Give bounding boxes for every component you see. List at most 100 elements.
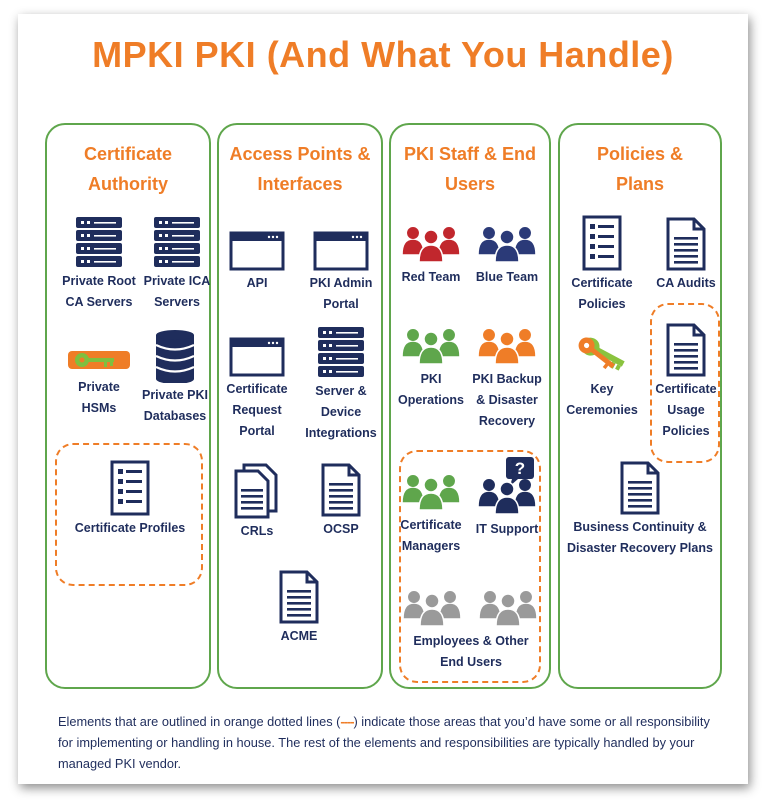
diagram-item: ? IT Support <box>427 455 587 540</box>
document-icon <box>219 570 379 624</box>
item-label-line: Certificate Profiles <box>74 521 186 535</box>
gray-groups-icon <box>391 583 551 629</box>
orange-group-icon <box>427 321 587 367</box>
item-label: Certificate Profiles <box>50 518 210 539</box>
item-label: ACME <box>219 626 379 647</box>
in-house-outline <box>55 443 203 586</box>
hsm-key-icon <box>19 345 179 375</box>
item-label-line: Ceremonies <box>566 403 638 417</box>
column-heading-line: Interfaces <box>257 174 343 194</box>
item-label-line: PKI Admin <box>309 276 373 290</box>
page-title: MPKI PKI (And What You Handle) <box>92 34 674 75</box>
item-label-line: Disaster Recovery Plans <box>567 541 713 555</box>
item-label-line: Red Team <box>401 270 461 284</box>
server-rack-icon <box>261 325 421 379</box>
item-label-line: Policies <box>578 297 626 311</box>
support-question-icon: ? <box>427 455 587 517</box>
item-label-line: Private Root <box>62 274 136 288</box>
checklist-icon <box>522 215 682 271</box>
blue-team-group-icon <box>427 219 587 265</box>
browser-window-icon <box>177 231 337 271</box>
item-label: Private PKI Databases <box>95 385 255 427</box>
item-label-line: Databases <box>143 409 207 423</box>
item-label-line: Recovery <box>478 414 536 428</box>
column-heading-line: Certificate <box>83 144 173 164</box>
item-label-line: Policies <box>662 424 710 438</box>
diagram-item: CA Audits <box>606 217 766 294</box>
column-heading-line: Plans <box>615 174 665 194</box>
column-heading-line: Authority <box>88 174 168 194</box>
red-team-group-icon <box>351 219 511 265</box>
svg-text:?: ? <box>515 459 525 478</box>
item-label: Blue Team <box>427 267 587 288</box>
item-label-line: Employees & Other <box>413 634 529 648</box>
item-label-line: OCSP <box>323 522 359 536</box>
item-label-line: Private PKI <box>141 388 208 402</box>
item-label-line: End Users <box>440 655 502 669</box>
item-label-line: Servers <box>154 295 200 309</box>
item-label-line: Server & <box>315 384 367 398</box>
item-label: IT Support <box>427 519 587 540</box>
diagram-item: ACME <box>219 570 379 647</box>
item-label: CA Audits <box>606 273 766 294</box>
diagram-item: Business Continuity &Disaster Recovery P… <box>560 461 720 559</box>
diagram-item: Private PKI Databases <box>95 329 255 427</box>
column-heading-line: Policies & <box>596 144 684 164</box>
diagram-item: Red Team <box>351 219 511 288</box>
document-icon <box>606 217 766 271</box>
checklist-icon <box>50 460 210 516</box>
item-label-line: Blue Team <box>475 270 539 284</box>
item-label-line: & Disaster <box>476 393 538 407</box>
item-label: OCSP <box>261 519 421 540</box>
item-label-line: Request <box>232 403 282 417</box>
diagram-item: Certificate Profiles <box>50 460 210 539</box>
item-label-line: PKI Backup <box>472 372 542 386</box>
item-label-line: Usage <box>667 403 705 417</box>
browser-window-icon <box>261 231 421 271</box>
item-label-line: Private ICA <box>143 274 211 288</box>
diagram-item: OCSP <box>261 463 421 540</box>
column-heading-line: Users <box>444 174 496 194</box>
footer-text-end: ) indicate those areas that you’d have s… <box>58 714 710 771</box>
item-label-line: CA Audits <box>656 276 716 290</box>
document-icon <box>560 461 720 515</box>
item-label-line: Managers <box>401 539 461 553</box>
in-house-outline <box>650 303 720 463</box>
item-label-line: Portal <box>323 297 359 311</box>
item-label: CRLs <box>177 521 337 542</box>
server-rack-icon <box>97 215 257 269</box>
item-label: API <box>177 273 337 294</box>
column-heading: Policies & Plans <box>560 139 720 199</box>
item-label-line: Integrations <box>305 426 377 440</box>
item-label-line: CRLs <box>240 524 274 538</box>
diagram-item: Blue Team <box>427 219 587 288</box>
green-group-icon <box>351 321 511 367</box>
